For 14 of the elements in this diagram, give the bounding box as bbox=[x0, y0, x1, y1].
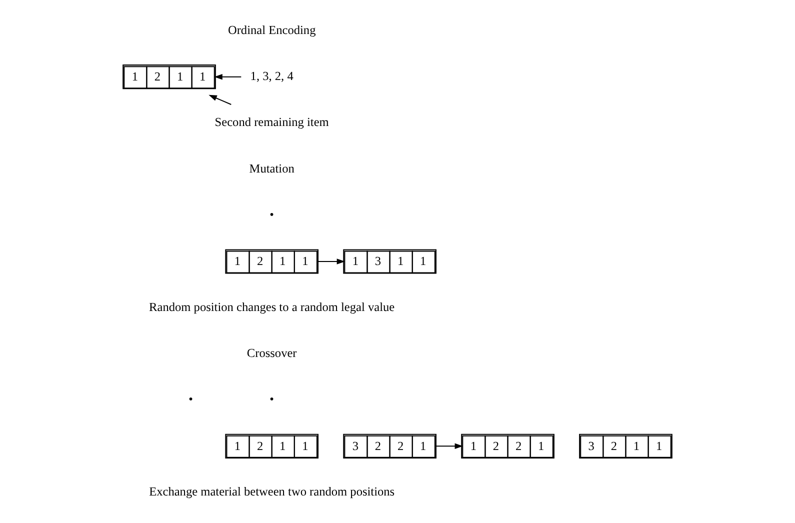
arrow bbox=[436, 443, 464, 450]
node-text: 1, 3, 2, 4 bbox=[250, 69, 294, 84]
label: • bbox=[270, 392, 274, 406]
label: Crossover bbox=[246, 346, 297, 360]
arrow bbox=[208, 94, 232, 105]
arrow bbox=[318, 258, 346, 264]
label: Mutation bbox=[249, 161, 294, 176]
label: Exchange material between two random positions bbox=[149, 484, 395, 498]
label: Ordinal Encoding bbox=[228, 22, 316, 37]
label: Random position changes to a random legal value bbox=[149, 300, 395, 314]
node-text: Second remaining item bbox=[214, 115, 329, 130]
arrow bbox=[214, 74, 242, 80]
label: • bbox=[270, 208, 274, 222]
label: • bbox=[188, 392, 193, 406]
